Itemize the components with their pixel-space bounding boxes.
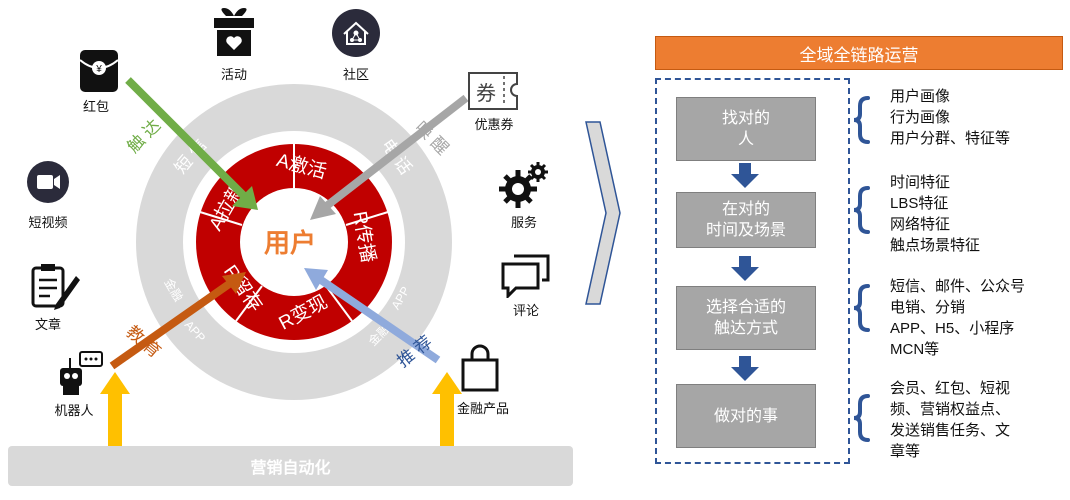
educate-arrow — [109, 272, 246, 370]
reach-arrow — [125, 77, 258, 210]
step-1-details: 用户画像 行为画像 用户分群、特征等 — [890, 86, 1010, 149]
comment-label: 评论 — [512, 303, 539, 318]
detail-item: 短信、邮件、公众号 — [890, 278, 1026, 295]
step-2-details: 时间特征 LBS特征 网络特征 触点场景特征 — [890, 172, 980, 256]
robot-icon — [60, 351, 103, 395]
svg-text:小程序: 小程序 — [266, 0, 321, 15]
finance-product-label: 金融产品 — [456, 401, 509, 416]
service-label: 服务 — [510, 215, 537, 230]
wake-arrow — [310, 94, 469, 220]
svg-text:¥: ¥ — [95, 64, 102, 75]
step-3-line-1: 选择合适的 — [705, 299, 786, 316]
community-node[interactable] — [331, 8, 381, 58]
step-right-people: 找对的 人 — [676, 97, 816, 161]
detail-item: MCN等 — [890, 341, 940, 358]
center-user-label: 用户 — [264, 228, 316, 258]
brace-4 — [853, 394, 870, 442]
ring-separators — [199, 144, 389, 322]
detail-item: 章等 — [890, 443, 921, 460]
gears-icon — [499, 162, 548, 208]
flow-arrow-2 — [731, 256, 759, 281]
brace-1 — [853, 96, 870, 144]
coupon-label: 优惠券 — [474, 117, 514, 132]
channel-mini-program: 小程序 — [266, 0, 321, 15]
detail-item: 用户分群、特征等 — [890, 130, 1011, 147]
coupon-node[interactable]: 券 — [466, 70, 520, 112]
detail-item: 行为画像 — [890, 109, 951, 126]
brace-group — [853, 96, 870, 442]
article-label: 文章 — [34, 317, 61, 332]
step-2-line-2: 时间及场景 — [705, 222, 786, 239]
red-envelope-icon: ¥ — [79, 50, 119, 92]
activity-label: 活动 — [220, 67, 247, 82]
comment-node[interactable] — [500, 254, 552, 300]
svg-text:公众号: 公众号 — [268, 417, 320, 438]
coupon-glyph: 券 — [476, 82, 496, 105]
step-right-time-scene: 在对的 时间及场景 — [676, 192, 816, 248]
step-3-line-2: 触达方式 — [713, 320, 778, 337]
detail-item: LBS特征 — [890, 195, 949, 212]
short-video-label: 短视频 — [28, 215, 68, 230]
big-chevron-arrow — [585, 121, 621, 305]
step-right-action: 做对的事 — [676, 384, 816, 448]
detail-item: 电销、分销 — [890, 299, 966, 316]
detail-item: 网络特征 — [890, 216, 951, 233]
short-video-node[interactable] — [26, 160, 70, 204]
detail-item: 发送销售任务、文 — [890, 422, 1011, 439]
reach-label: 触 达 — [124, 116, 165, 157]
step-1-line-2: 人 — [737, 131, 754, 148]
red-envelope-label: 红包 — [82, 99, 109, 114]
brace-3 — [853, 284, 870, 332]
detail-item: 触点场景特征 — [890, 237, 981, 254]
brace-2 — [853, 186, 870, 234]
up-arrow-right — [432, 372, 462, 448]
video-icon — [27, 161, 69, 203]
step-right-channel: 选择合适的 触达方式 — [676, 286, 816, 350]
step-2-line-1: 在对的 — [721, 201, 770, 218]
step-4-details: 会员、红包、短视 频、营销权益点、 发送销售任务、文 章等 — [890, 378, 1010, 462]
operations-cycle-diagram: 小程序 公众号 短 信 电 话 金融 APP APP 金融 A拉新 A激活 R留… — [100, 0, 469, 448]
robot-label: 机器人 — [54, 403, 94, 418]
gift-icon — [214, 8, 254, 56]
article-icon — [31, 264, 80, 310]
detail-item: 会员、红包、短视 — [890, 380, 1011, 397]
robot-node[interactable] — [56, 350, 104, 396]
flow-arrow-1 — [731, 163, 759, 188]
activity-node[interactable] — [210, 8, 258, 64]
detail-item: 频、营销权益点、 — [890, 401, 1011, 418]
service-node[interactable] — [498, 160, 550, 210]
panel-title: 全域全链路运营 — [655, 36, 1063, 70]
marketing-automation-bar: 营销自动化 — [8, 446, 573, 486]
steps-dashed-frame — [655, 78, 850, 464]
up-arrow-left — [100, 372, 130, 448]
step-4-line-1: 做对的事 — [713, 407, 778, 425]
detail-item: 时间特征 — [890, 174, 951, 191]
flow-arrow-3 — [731, 356, 759, 381]
finance-product-node[interactable] — [460, 344, 500, 392]
channel-official-account: 公众号 — [268, 417, 320, 438]
coupon-icon: 券 — [468, 72, 518, 110]
article-node[interactable] — [30, 262, 80, 310]
red-envelope-node[interactable]: ¥ — [78, 48, 120, 94]
step-3-details: 短信、邮件、公众号 电销、分销 APP、H5、小程序 MCN等 — [890, 276, 1025, 360]
detail-item: 用户画像 — [890, 88, 951, 105]
detail-item: APP、H5、小程序 — [890, 320, 1015, 337]
chat-icon — [501, 254, 550, 300]
recommend-arrow — [304, 268, 441, 364]
community-label: 社区 — [342, 67, 369, 82]
step-1-line-1: 找对的 — [721, 110, 770, 127]
community-icon — [332, 9, 380, 57]
shopping-bag-icon — [461, 344, 499, 392]
